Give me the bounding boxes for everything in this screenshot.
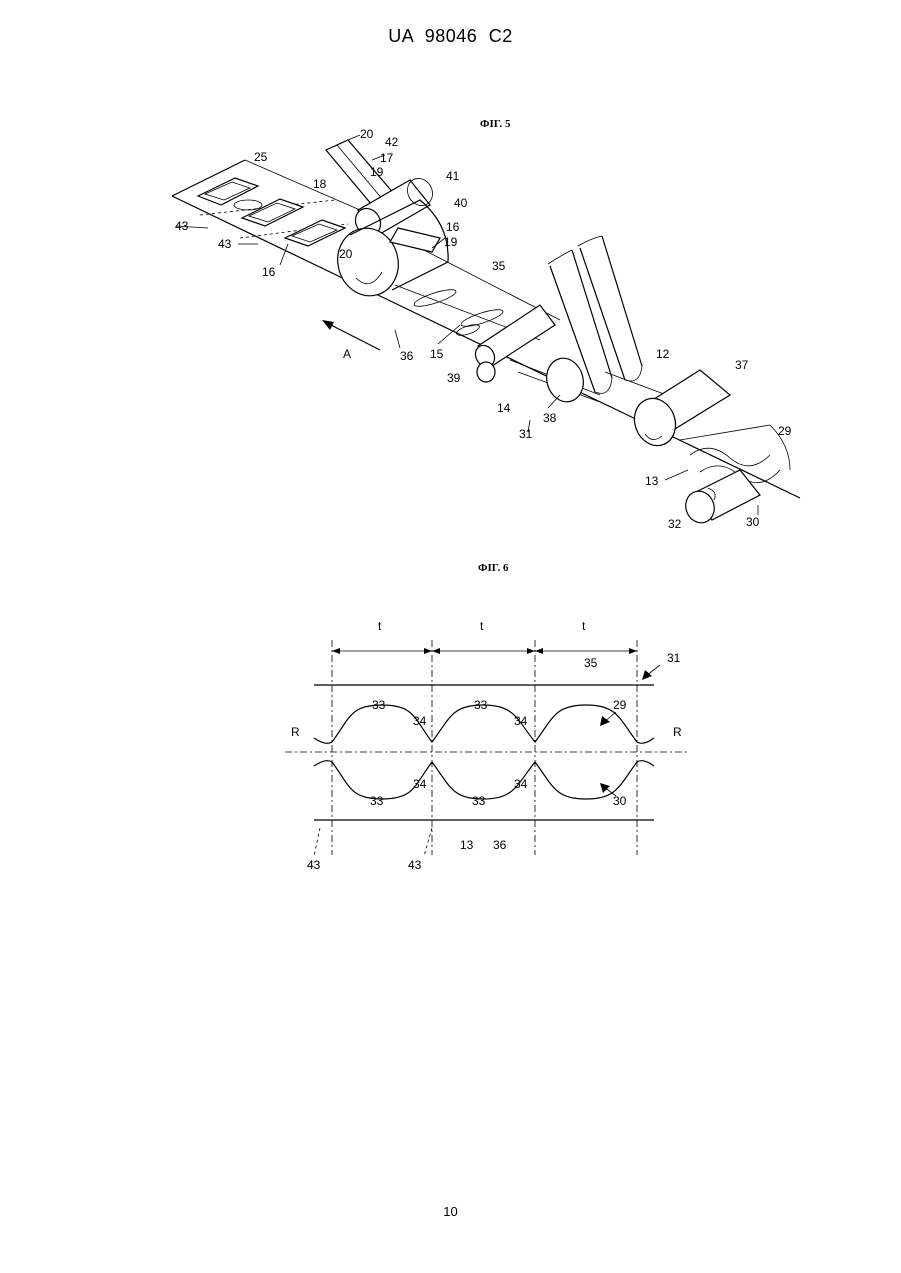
label-18: 18 — [313, 177, 327, 191]
label-29: 29 — [778, 424, 792, 438]
label-a: A — [343, 347, 351, 361]
label-20: 20 — [360, 127, 374, 141]
label-43: 43 — [175, 219, 189, 233]
arrowhead — [600, 783, 610, 793]
label-37: 37 — [735, 358, 749, 372]
arrowhead — [642, 670, 652, 680]
label-16: 16 — [446, 220, 460, 234]
pitch-label-t: t — [378, 619, 382, 633]
label-36: 36 — [400, 349, 414, 363]
label-19: 19 — [444, 235, 458, 249]
arrowhead — [322, 320, 334, 330]
lens-15 — [455, 322, 480, 337]
roller-pair-39 — [472, 305, 555, 382]
label-34: 34 — [514, 714, 528, 728]
label-34: 34 — [514, 777, 528, 791]
arrowhead — [600, 716, 610, 726]
label-29: 29 — [613, 698, 627, 712]
label-15: 15 — [430, 347, 444, 361]
figure-6-caption: ФІГ. 6 — [478, 562, 509, 574]
pitch-label-t: t — [480, 619, 484, 633]
label-33: 33 — [372, 698, 386, 712]
label-20: 20 — [339, 247, 353, 261]
label-30: 30 — [613, 794, 627, 808]
label-31: 31 — [667, 651, 681, 665]
label-13: 13 — [645, 474, 659, 488]
label-38: 38 — [543, 411, 557, 425]
label-39: 39 — [447, 371, 461, 385]
label-33: 33 — [472, 794, 486, 808]
label-43: 43 — [307, 858, 321, 872]
label-33: 33 — [474, 698, 488, 712]
label-16: 16 — [262, 265, 276, 279]
label-43: 43 — [218, 237, 232, 251]
figure-6-drawing: t t t 35 31 33 34 33 34 29 R R 34 34 33 … — [0, 615, 901, 875]
label-13: 13 — [460, 838, 474, 852]
leader-lines — [176, 135, 758, 515]
label-35: 35 — [492, 259, 506, 273]
label-32: 32 — [668, 517, 682, 531]
pitch-label-t: t — [582, 619, 586, 633]
label-17: 17 — [380, 151, 394, 165]
label-41: 41 — [446, 169, 460, 183]
dimension-lines — [332, 648, 637, 654]
label-25: 25 — [254, 150, 268, 164]
page-number: 10 — [0, 1204, 901, 1219]
leader-43 — [424, 828, 432, 856]
direction-arrow-a — [325, 322, 380, 350]
label-14: 14 — [497, 401, 511, 415]
figure-5-drawing: 20 42 17 19 18 25 41 40 43 43 16 19 20 1… — [0, 120, 901, 540]
label-30: 30 — [746, 515, 760, 529]
label-40: 40 — [454, 196, 468, 210]
label-42: 42 — [385, 135, 399, 149]
label-34: 34 — [413, 714, 427, 728]
label-36: 36 — [493, 838, 507, 852]
label-19: 19 — [370, 165, 384, 179]
pitch-lines — [332, 640, 637, 855]
label-33: 33 — [370, 794, 384, 808]
patent-number-header: UA 98046 C2 — [0, 26, 901, 47]
label-43: 43 — [408, 858, 422, 872]
label-35: 35 — [584, 656, 598, 670]
section-label-r-right: R — [673, 725, 682, 739]
label-34: 34 — [413, 777, 427, 791]
section-label-r-left: R — [291, 725, 300, 739]
leader-43 — [314, 828, 320, 856]
label-31: 31 — [519, 427, 533, 441]
label-12: 12 — [656, 347, 670, 361]
